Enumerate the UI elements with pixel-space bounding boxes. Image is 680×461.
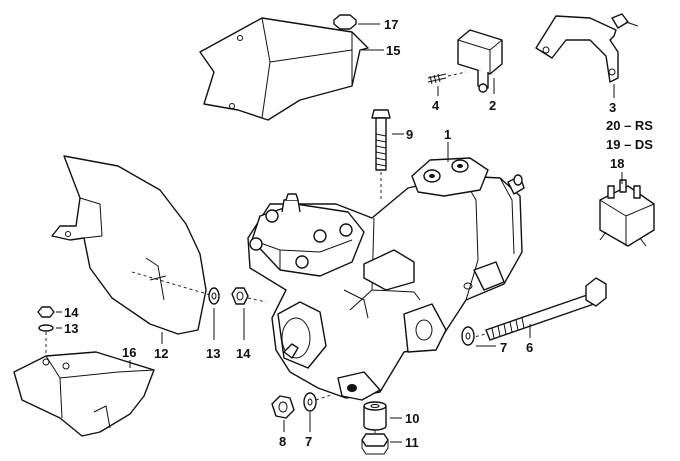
label-11: 11 — [405, 435, 419, 450]
label-6: 6 — [526, 340, 533, 355]
washer-13-left — [38, 324, 54, 332]
label-19: 19 – DS — [606, 137, 653, 152]
screw-4 — [427, 71, 467, 85]
label-17: 17 — [384, 17, 398, 32]
nut-8 — [271, 395, 295, 419]
label-12: 12 — [154, 346, 168, 361]
label-10: 10 — [405, 411, 419, 426]
label-18: 18 — [610, 156, 624, 171]
label-8: 8 — [279, 434, 286, 449]
label-20: 20 – RS — [606, 118, 653, 133]
label-15: 15 — [386, 43, 400, 58]
steering-gear-box-1 — [247, 157, 525, 401]
relay-box-2 — [457, 29, 503, 93]
washer-7-bottom — [303, 392, 335, 412]
heat-shield-side — [51, 155, 215, 335]
label-13: 13 — [206, 346, 220, 361]
label-7b: 7 — [305, 434, 312, 449]
bolt-6 — [469, 277, 607, 341]
heat-shield-upper — [199, 17, 369, 121]
label-9: 9 — [406, 127, 413, 142]
label-16: 16 — [122, 345, 136, 360]
lower-bracket-16 — [13, 351, 155, 437]
label-1: 1 — [444, 127, 451, 142]
label-14: 14 — [236, 346, 251, 361]
label-13b: 13 — [64, 321, 78, 336]
nut-14 — [231, 287, 267, 305]
relay-18 — [599, 179, 655, 247]
bolt-9 — [371, 109, 391, 200]
label-4: 4 — [432, 98, 440, 113]
nut-17 — [333, 14, 357, 30]
washer-13 — [208, 287, 220, 305]
washer-7-right — [461, 326, 475, 346]
nut-14-left — [37, 306, 55, 318]
bracket-3 — [535, 13, 639, 83]
label-2: 2 — [489, 98, 496, 113]
sleeve-10 — [363, 401, 387, 431]
nut-11 — [361, 430, 389, 455]
label-3: 3 — [609, 100, 616, 115]
label-7: 7 — [500, 340, 507, 355]
label-14b: 14 — [64, 305, 79, 320]
